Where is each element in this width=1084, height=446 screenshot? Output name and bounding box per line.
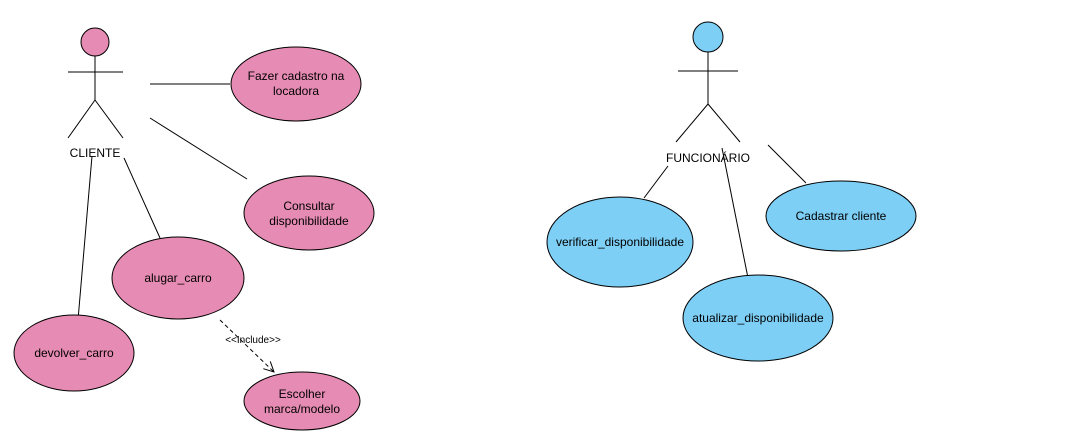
- assoc-funcionario-atualizar[interactable]: [721, 147, 749, 279]
- usecase-escolher-line2: marca/modelo: [264, 402, 340, 416]
- actor-funcionario-right-leg: [707, 103, 741, 143]
- usecase-devolver-shape: [13, 314, 135, 392]
- actor-cliente-label: CLIENTE: [70, 146, 121, 160]
- assoc-funcionario-verificar[interactable]: [643, 165, 669, 199]
- usecase-consultar-line2: disponibilidade: [269, 214, 349, 228]
- include-arrow[interactable]: [219, 319, 274, 372]
- usecase-verificar-shape: [546, 196, 694, 288]
- actor-cliente[interactable]: CLIENTE: [67, 27, 124, 160]
- usecase-devolver-label: devolver_carro: [34, 346, 114, 360]
- assoc-cliente-alugar[interactable]: [123, 157, 161, 239]
- assoc-funcionario-cadastrar[interactable]: [767, 144, 807, 184]
- usecase-cadastrar-cliente-label: Cadastrar cliente: [796, 209, 887, 223]
- usecase-consultar[interactable]: Consultar disponibilidade: [243, 175, 375, 251]
- assoc-cliente-consultar[interactable]: [149, 117, 248, 180]
- usecase-fazer-cadastro-shape: [230, 46, 362, 122]
- usecase-verificar[interactable]: verificar_disponibilidade: [546, 196, 694, 288]
- usecase-fazer-cadastro-line1: Fazer cadastro na: [248, 69, 345, 83]
- usecase-atualizar-shape: [682, 274, 834, 362]
- actor-cliente-head: [80, 27, 110, 57]
- actor-funcionario-head: [692, 21, 724, 53]
- usecase-escolher[interactable]: Escolher marca/modelo: [243, 371, 361, 431]
- usecase-escolher-shape: [243, 371, 361, 431]
- usecase-devolver[interactable]: devolver_carro: [13, 314, 135, 392]
- usecase-verificar-label: verificar_disponibilidade: [556, 235, 684, 249]
- actor-cliente-right-leg: [94, 99, 124, 139]
- usecase-consultar-line1: Consultar: [283, 199, 334, 213]
- usecase-alugar-shape: [111, 236, 245, 320]
- usecase-alugar-label: alugar_carro: [144, 271, 212, 285]
- include-label: <<Include>>: [225, 335, 281, 346]
- assoc-cliente-devolver[interactable]: [77, 155, 93, 321]
- usecase-alugar[interactable]: alugar_carro: [111, 236, 245, 320]
- usecase-escolher-line1: Escolher: [279, 387, 326, 401]
- actor-funcionario-left-leg: [675, 103, 709, 143]
- actor-funcionario[interactable]: FUNCIONÁRIO: [666, 21, 750, 165]
- actor-cliente-left-leg: [67, 99, 96, 139]
- usecase-atualizar-label: atualizar_disponibilidade: [692, 311, 824, 325]
- usecase-cadastrar-cliente[interactable]: Cadastrar cliente: [765, 180, 917, 252]
- usecase-consultar-shape: [243, 175, 375, 251]
- usecase-fazer-cadastro[interactable]: Fazer cadastro na locadora: [230, 46, 362, 122]
- usecase-atualizar[interactable]: atualizar_disponibilidade: [682, 274, 834, 362]
- usecase-fazer-cadastro-line2: locadora: [273, 84, 319, 98]
- usecase-cadastrar-cliente-shape: [765, 180, 917, 252]
- actor-funcionario-label: FUNCIONÁRIO: [666, 150, 750, 165]
